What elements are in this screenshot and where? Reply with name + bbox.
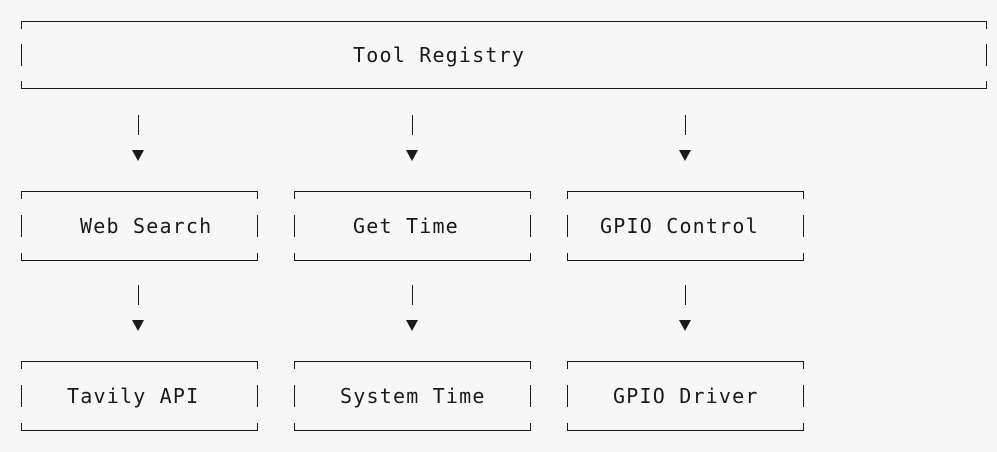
arrow-down-icon xyxy=(132,320,144,331)
box-left-edge xyxy=(567,215,568,237)
web-search-label: Web Search xyxy=(80,214,213,238)
arrow-registry-to-get-time xyxy=(403,115,423,165)
box-left-edge xyxy=(294,385,295,407)
arrow-down-icon xyxy=(406,320,418,331)
box-right-edge xyxy=(257,385,258,407)
arrow-down-icon xyxy=(679,320,691,331)
box-bottom-edge xyxy=(567,423,804,431)
box-top-edge xyxy=(567,361,804,369)
arrow-stem xyxy=(138,285,139,305)
arrow-registry-to-web-search xyxy=(129,115,149,165)
system-time-box: System Time xyxy=(294,361,531,431)
box-bottom-edge xyxy=(294,253,531,261)
arrow-web-search-to-tavily xyxy=(129,285,149,335)
box-right-edge xyxy=(803,385,804,407)
gpio-driver-label: GPIO Driver xyxy=(613,384,759,408)
arrow-stem xyxy=(138,115,139,135)
gpio-control-box: GPIO Control xyxy=(567,191,804,261)
arrow-stem xyxy=(412,115,413,135)
box-top-edge xyxy=(21,191,258,199)
box-right-edge xyxy=(530,385,531,407)
box-top-edge xyxy=(294,361,531,369)
system-time-label: System Time xyxy=(340,384,486,408)
box-left-edge xyxy=(21,385,22,407)
box-left-edge xyxy=(567,385,568,407)
arrow-get-time-to-system-time xyxy=(403,285,423,335)
get-time-label: Get Time xyxy=(353,214,459,238)
gpio-control-label: GPIO Control xyxy=(600,214,759,238)
arrow-stem xyxy=(685,285,686,305)
gpio-driver-box: GPIO Driver xyxy=(567,361,804,431)
box-left-edge xyxy=(21,44,22,66)
box-bottom-edge xyxy=(21,423,258,431)
box-bottom-edge xyxy=(21,81,987,89)
box-right-edge xyxy=(257,215,258,237)
box-right-edge xyxy=(986,44,987,66)
box-top-edge xyxy=(294,191,531,199)
arrow-gpio-control-to-driver xyxy=(676,285,696,335)
arrow-stem xyxy=(412,285,413,305)
box-bottom-edge xyxy=(21,253,258,261)
arrow-registry-to-gpio-control xyxy=(676,115,696,165)
arrow-down-icon xyxy=(679,150,691,161)
box-top-edge xyxy=(21,21,987,29)
tavily-api-label: Tavily API xyxy=(67,384,200,408)
box-left-edge xyxy=(294,215,295,237)
tool-registry-box: Tool Registry xyxy=(21,21,987,89)
tool-registry-label: Tool Registry xyxy=(353,43,526,67)
web-search-box: Web Search xyxy=(21,191,258,261)
tavily-api-box: Tavily API xyxy=(21,361,258,431)
box-right-edge xyxy=(530,215,531,237)
box-top-edge xyxy=(21,361,258,369)
arrow-down-icon xyxy=(406,150,418,161)
arrow-stem xyxy=(685,115,686,135)
get-time-box: Get Time xyxy=(294,191,531,261)
box-bottom-edge xyxy=(567,253,804,261)
box-right-edge xyxy=(803,215,804,237)
box-left-edge xyxy=(21,215,22,237)
box-bottom-edge xyxy=(294,423,531,431)
box-top-edge xyxy=(567,191,804,199)
arrow-down-icon xyxy=(132,150,144,161)
